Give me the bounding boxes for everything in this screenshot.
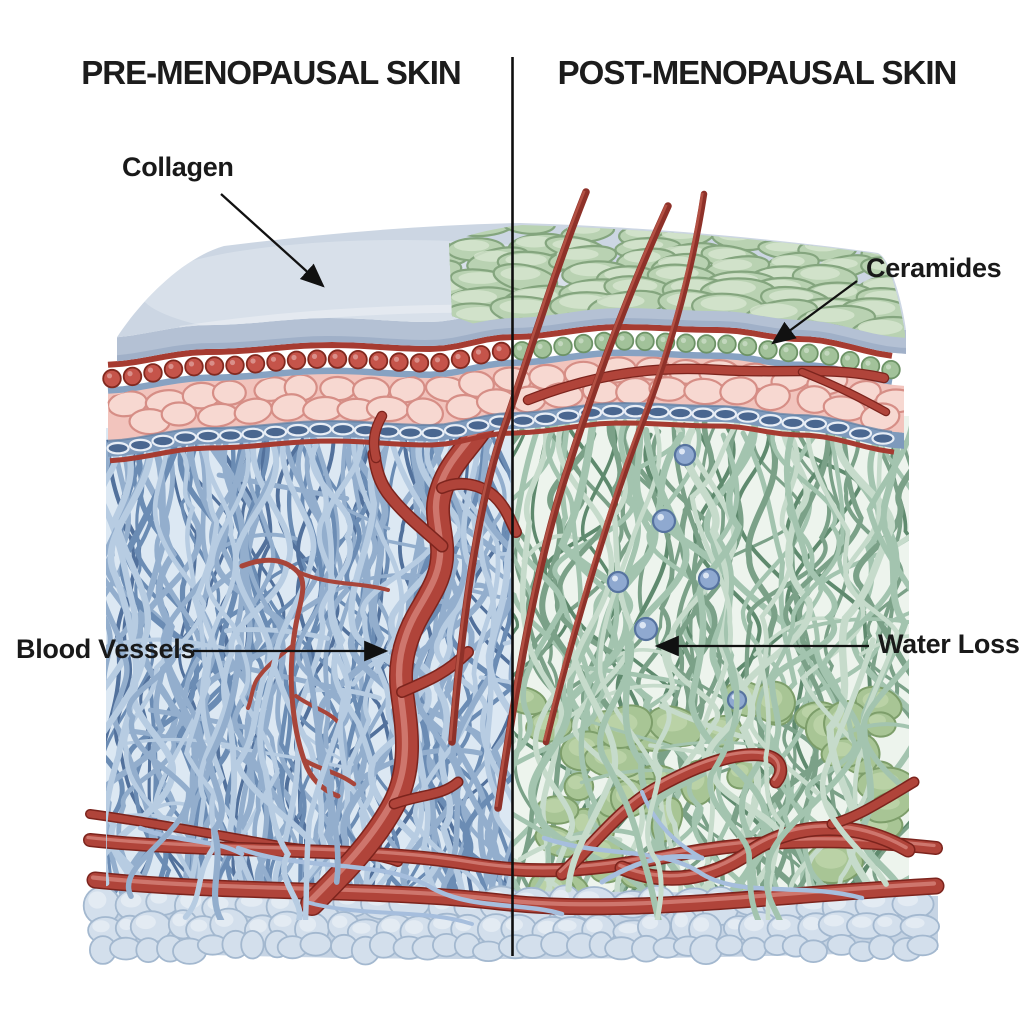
blood-vessels-label: Blood Vessels	[16, 634, 196, 664]
ceramides-arrow	[771, 280, 858, 345]
foreground-fibers	[106, 634, 889, 920]
annotation-arrows	[193, 193, 869, 662]
water-loss-label: Water Loss	[878, 629, 1020, 659]
blood-vessels	[83, 376, 945, 926]
epidermis-layer-band	[102, 323, 904, 464]
collagen-label: Collagen	[122, 152, 234, 182]
ceramides-label: Ceramides	[866, 253, 1002, 283]
collagen-arrow	[220, 193, 325, 288]
vessels-crossing-epidermis	[368, 363, 891, 464]
left-panel-title: PRE-MENOPAUSAL SKIN	[81, 54, 461, 91]
right-panel-title: POST-MENOPAUSAL SKIN	[557, 54, 958, 91]
